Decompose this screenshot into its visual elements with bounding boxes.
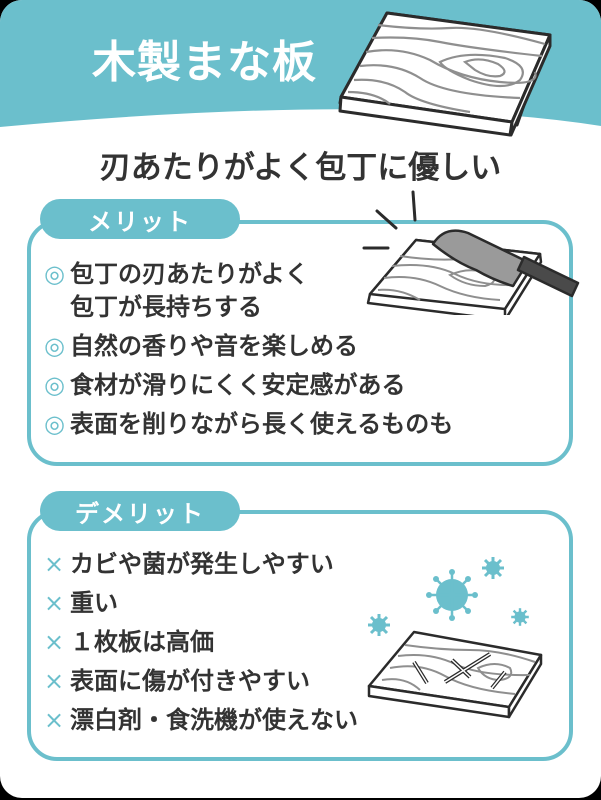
- knife-on-board-icon: [362, 190, 580, 315]
- page-title: 木製まな板: [92, 37, 317, 88]
- demerit-item: × 重い: [44, 584, 358, 623]
- merit-item-text: 包丁の刃あたりがよく 包丁が長持ちする: [70, 260, 309, 321]
- demerit-item-text: １枚板は高価: [70, 628, 214, 656]
- demerit-box: [27, 510, 573, 761]
- demerit-item: × １枚板は高価: [44, 623, 358, 662]
- cross-bullet-icon: ×: [44, 550, 65, 578]
- demerit-item-text: カビや菌が発生しやすい: [70, 550, 334, 578]
- demerit-item-text: 漂白剤・食洗機が使えない: [70, 706, 358, 734]
- demerit-item: × 表面に傷が付きやすい: [44, 662, 358, 701]
- germ-icon: [426, 569, 478, 621]
- double-circle-bullet-icon: ◎: [44, 260, 65, 288]
- scratched-board-with-germs-icon: [366, 555, 543, 719]
- merit-label: メリット: [40, 199, 240, 239]
- double-circle-bullet-icon: ◎: [44, 410, 65, 438]
- double-circle-bullet-icon: ◎: [44, 371, 65, 399]
- merit-item: ◎ 包丁の刃あたりがよく 包丁が長持ちする: [44, 255, 453, 327]
- demerit-item: × 漂白剤・食洗機が使えない: [44, 701, 358, 740]
- demerit-list: × カビや菌が発生しやすい × 重い × １枚板は高価 × 表面に傷が付きやすい…: [44, 545, 358, 740]
- cross-bullet-icon: ×: [44, 706, 65, 734]
- double-circle-bullet-icon: ◎: [44, 332, 65, 360]
- merit-item: ◎ 自然の香りや音を楽しめる: [44, 327, 453, 366]
- merit-item-text: 表面を削りながら長く使えるものも: [70, 410, 454, 438]
- merit-item-text: 自然の香りや音を楽しめる: [70, 332, 358, 360]
- demerit-item: × カビや菌が発生しやすい: [44, 545, 358, 584]
- cross-bullet-icon: ×: [44, 628, 65, 656]
- cross-bullet-icon: ×: [44, 667, 65, 695]
- merit-item: ◎ 食材が滑りにくく安定感がある: [44, 366, 453, 405]
- merit-list: ◎ 包丁の刃あたりがよく 包丁が長持ちする ◎ 自然の香りや音を楽しめる ◎ 食…: [44, 255, 453, 444]
- cross-bullet-icon: ×: [44, 589, 65, 617]
- subtitle: 刃あたりがよく包丁に優しい: [99, 150, 502, 186]
- merit-item: ◎ 表面を削りながら長く使えるものも: [44, 405, 453, 444]
- demerit-item-text: 表面に傷が付きやすい: [70, 667, 310, 695]
- merit-item-text: 食材が滑りにくく安定感がある: [70, 371, 406, 399]
- demerit-item-text: 重い: [70, 589, 118, 617]
- wooden-cutting-board-icon: [338, 11, 552, 137]
- demerit-label: デメリット: [40, 491, 240, 531]
